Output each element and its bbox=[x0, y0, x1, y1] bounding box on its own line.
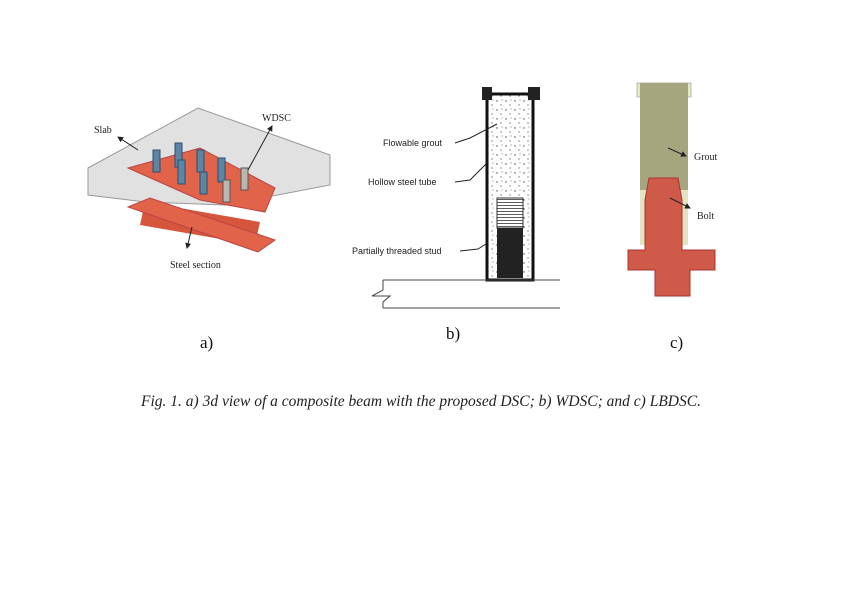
subfigure-label-a: a) bbox=[200, 333, 213, 352]
subfigure-label-b: b) bbox=[446, 324, 460, 343]
panel-b-wdsc: Flowable grout Hollow steel tube Partial… bbox=[352, 87, 560, 343]
slab-label: Slab bbox=[94, 125, 112, 136]
bolt bbox=[627, 177, 716, 297]
figure-caption: Fig. 1. a) 3d view of a composite beam w… bbox=[141, 393, 701, 410]
stud-thread bbox=[496, 197, 524, 229]
wdsc-studs bbox=[222, 167, 249, 203]
hollow-steel-tube-label: Hollow steel tube bbox=[368, 177, 437, 187]
flowable-grout-label: Flowable grout bbox=[383, 138, 443, 148]
bolt-label: Bolt bbox=[697, 211, 714, 222]
wdsc-label: WDSC bbox=[262, 113, 291, 124]
studs bbox=[152, 142, 226, 195]
grout-column bbox=[640, 83, 688, 190]
subfigure-label-c: c) bbox=[670, 333, 683, 352]
partially-threaded-stud-label: Partially threaded stud bbox=[352, 246, 442, 256]
bottom-flange bbox=[126, 197, 277, 253]
steel-section-label: Steel section bbox=[170, 260, 221, 271]
grout-label: Grout bbox=[694, 152, 718, 163]
panel-c-lbdsc: Grout Bolt c) bbox=[627, 82, 718, 352]
panel-a-3d-view: Slab WDSC Steel section a) bbox=[87, 107, 331, 352]
stud-shank bbox=[497, 228, 523, 278]
